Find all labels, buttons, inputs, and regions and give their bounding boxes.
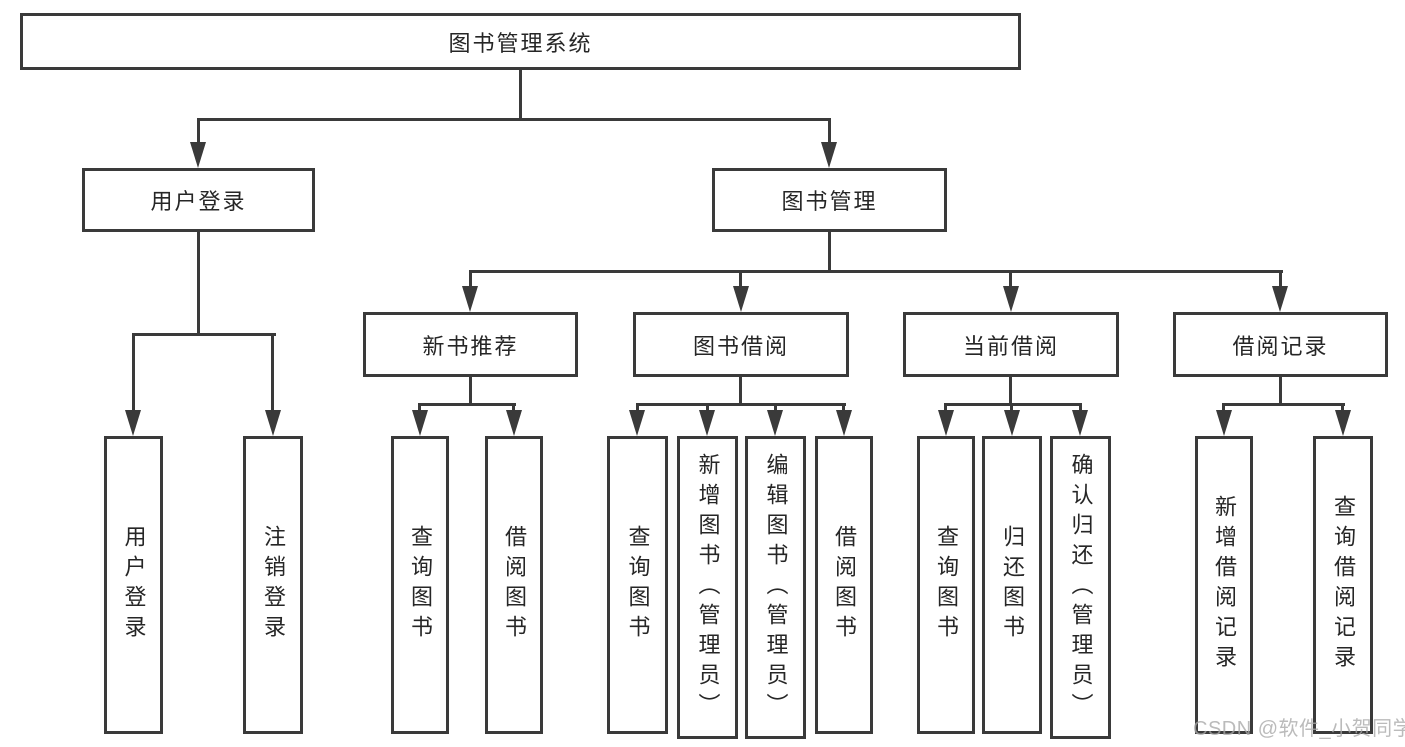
connector-line [636, 403, 639, 412]
leaf-logout: 注销登录 [243, 436, 303, 734]
node-borrowing-records: 借阅记录 [1173, 312, 1388, 377]
csdn-watermark: CSDN @软件_小贺同学 [1193, 718, 1405, 740]
arrowhead-down-icon [733, 286, 749, 312]
connector-line [1279, 270, 1282, 290]
leaf-user-login: 用户登录 [104, 436, 163, 734]
arrowhead-down-icon [412, 410, 428, 436]
arrowhead-down-icon [629, 410, 645, 436]
leaf-query-books-current: 查询图书 [917, 436, 975, 734]
arrowhead-down-icon [265, 410, 281, 436]
arrowhead-down-icon [767, 410, 783, 436]
arrowhead-down-icon [699, 410, 715, 436]
connector-line [512, 403, 515, 412]
connector-line [739, 270, 742, 290]
arrowhead-down-icon [1004, 410, 1020, 436]
arrowhead-down-icon [1003, 286, 1019, 312]
connector-line [469, 377, 472, 406]
connector-line [1079, 403, 1082, 412]
connector-line [739, 377, 742, 406]
leaf-borrow-books-recommend: 借阅图书 [485, 436, 543, 734]
connector-line [469, 270, 472, 290]
node-book-borrowing: 图书借阅 [633, 312, 849, 377]
node-label: 新增图书（管理员） [695, 452, 721, 723]
connector-line [469, 270, 1283, 273]
connector-line [1009, 270, 1012, 290]
node-label: 借阅记录 [1232, 333, 1329, 359]
node-library-management-system: 图书管理系统 [20, 13, 1021, 70]
node-label: 图书管理系统 [448, 30, 593, 56]
node-label: 借阅图书 [502, 525, 527, 645]
node-label: 新增借阅记录 [1212, 495, 1237, 675]
arrowhead-down-icon [821, 142, 837, 168]
node-label: 编辑图书（管理员） [763, 452, 789, 723]
connector-line [706, 403, 709, 412]
connector-line [944, 403, 1082, 406]
arrowhead-down-icon [190, 142, 206, 168]
leaf-query-books-borrow: 查询图书 [607, 436, 668, 734]
node-book-management: 图书管理 [712, 168, 947, 232]
node-label: 图书借阅 [692, 333, 789, 359]
node-label: 新书推荐 [422, 333, 519, 359]
leaf-edit-book-admin: 编辑图书（管理员） [745, 436, 806, 739]
leaf-confirm-return-admin: 确认归还（管理员） [1050, 436, 1111, 739]
node-label: 确认归还（管理员） [1068, 452, 1094, 723]
connector-line [418, 403, 516, 406]
node-current-borrowing: 当前借阅 [903, 312, 1119, 377]
node-label: 用户登录 [150, 189, 247, 214]
connector-line [636, 403, 846, 406]
connector-line [1010, 403, 1013, 412]
arrowhead-down-icon [1072, 410, 1088, 436]
node-label: 当前借阅 [962, 333, 1059, 359]
connector-line [132, 333, 135, 412]
connector-line [1009, 377, 1012, 406]
leaf-add-borrow-record: 新增借阅记录 [1195, 436, 1253, 734]
connector-line [1341, 403, 1344, 412]
node-label: 注销登录 [261, 525, 286, 645]
connector-line [519, 70, 522, 119]
arrowhead-down-icon [506, 410, 522, 436]
node-label: 查询借阅记录 [1331, 495, 1356, 675]
arrowhead-down-icon [462, 286, 478, 312]
node-label: 图书管理 [781, 189, 878, 214]
connector-line [944, 403, 947, 412]
leaf-borrow-books: 借阅图书 [815, 436, 873, 734]
node-user-login: 用户登录 [82, 168, 315, 232]
connector-line [197, 118, 831, 121]
leaf-return-books: 归还图书 [982, 436, 1042, 734]
arrowhead-down-icon [836, 410, 852, 436]
arrowhead-down-icon [1216, 410, 1232, 436]
connector-line [418, 403, 421, 412]
node-label: 查询图书 [934, 525, 959, 645]
arrowhead-down-icon [1272, 286, 1288, 312]
leaf-add-book-admin: 新增图书（管理员） [677, 436, 738, 739]
arrowhead-down-icon [1335, 410, 1351, 436]
node-label: 查询图书 [408, 525, 433, 645]
connector-line [828, 232, 831, 273]
leaf-query-borrow-record: 查询借阅记录 [1313, 436, 1373, 734]
arrowhead-down-icon [125, 410, 141, 436]
connector-line [1222, 403, 1345, 406]
node-label: 查询图书 [625, 525, 651, 645]
leaf-query-books-recommend: 查询图书 [391, 436, 449, 734]
connector-line [197, 118, 200, 144]
node-label: 借阅图书 [832, 525, 857, 645]
connector-line [271, 333, 274, 412]
connector-line [774, 403, 777, 412]
connector-line [828, 118, 831, 144]
connector-line [1222, 403, 1225, 412]
connector-line [197, 232, 200, 336]
connector-line [132, 333, 276, 336]
node-label: 用户登录 [121, 525, 147, 645]
connector-line [842, 403, 845, 412]
arrowhead-down-icon [938, 410, 954, 436]
connector-line [1279, 377, 1282, 406]
node-new-book-recommendation: 新书推荐 [363, 312, 578, 377]
node-label: 归还图书 [1000, 525, 1025, 645]
